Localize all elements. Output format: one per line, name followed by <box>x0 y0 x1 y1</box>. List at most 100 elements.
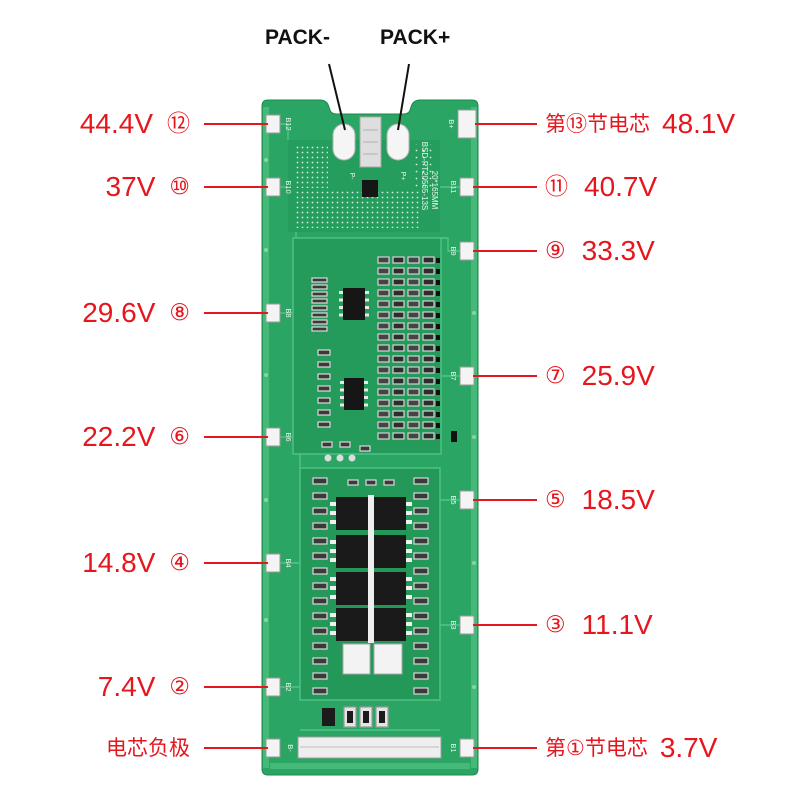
pad-label-b6: B6 <box>284 432 293 441</box>
mosfet-lead <box>406 577 412 581</box>
cell-number: ④ <box>169 550 190 576</box>
cell-10-voltage-label: 37V ⑩ <box>106 172 190 202</box>
top-ic-chip <box>362 180 378 197</box>
edge-mark <box>264 373 268 377</box>
smd-resistor <box>312 507 328 515</box>
balance-resistor <box>377 289 390 297</box>
balance-resistor <box>407 278 420 286</box>
smd-resistor <box>413 477 429 485</box>
pcb-edge-marks <box>264 158 476 689</box>
pack-positive-leader-line <box>397 63 410 131</box>
balance-diode <box>436 423 440 428</box>
balance-resistor <box>422 256 435 264</box>
mosfet-lead <box>330 631 336 635</box>
balance-resistor <box>392 377 405 385</box>
smd-resistor <box>413 612 429 620</box>
balance-resistor <box>407 256 420 264</box>
mosfet <box>336 535 368 568</box>
balance-diode <box>436 302 440 307</box>
balance-resistor <box>422 289 435 297</box>
pad-b12 <box>265 114 281 134</box>
cell-number: ⑪ <box>545 174 568 200</box>
cell-number: ⑨ <box>545 238 566 264</box>
pack-positive-label: PACK+ <box>380 26 451 49</box>
balance-resistor <box>377 432 390 440</box>
pad-label-b7: B7 <box>449 371 458 380</box>
balance-diode <box>436 335 440 340</box>
smd-resistor <box>365 479 377 486</box>
via-array-top-right <box>412 144 436 188</box>
pack-negative-label: PACK- <box>265 26 330 49</box>
test-point <box>336 454 344 462</box>
mosfet-lead <box>406 540 412 544</box>
smd-resistor <box>317 409 331 416</box>
cell-number: ③ <box>545 612 566 638</box>
balance-diode <box>436 401 440 406</box>
smd-resistor <box>311 277 328 283</box>
balance-resistor <box>392 399 405 407</box>
cell-1-voltage-label: 第①节电芯 3.7V <box>545 733 717 763</box>
smd-resistor <box>383 479 395 486</box>
pcb-trace <box>280 123 289 140</box>
balance-diode <box>436 280 440 285</box>
mosfet <box>374 535 406 568</box>
smd-resistor <box>311 291 328 297</box>
pad-label-b1: B1 <box>449 743 458 752</box>
cell-number: ② <box>169 674 190 700</box>
smd-resistor <box>312 537 328 545</box>
mosfet-lead <box>406 595 412 599</box>
pad-b4 <box>265 553 281 573</box>
smd-components <box>311 256 457 728</box>
voltage-value: 29.6V <box>82 297 156 328</box>
balance-resistor <box>392 300 405 308</box>
pad-b2 <box>265 677 281 697</box>
mosfet-lead <box>330 595 336 599</box>
edge-mark <box>264 248 268 252</box>
ic-pin <box>364 388 368 392</box>
voltage-value: 37V <box>105 171 156 202</box>
voltage-value: 7.4V <box>97 671 156 702</box>
balance-diode <box>436 291 440 296</box>
mosfet-lead <box>406 613 412 617</box>
smd-resistor <box>413 687 429 695</box>
smd-resistor <box>317 349 331 356</box>
balance-resistor <box>377 366 390 374</box>
balance-resistor <box>377 399 390 407</box>
smd-resistor <box>312 687 328 695</box>
test-point <box>324 454 332 462</box>
driver-ic <box>344 378 364 410</box>
balance-resistor <box>377 421 390 429</box>
balance-diode <box>436 434 440 439</box>
negative-terminal-text: 电芯负极 <box>106 736 190 760</box>
mosfet <box>336 608 368 641</box>
balance-resistor <box>407 421 420 429</box>
smd-resistor <box>359 445 371 452</box>
smd-resistor <box>413 492 429 500</box>
balance-resistor <box>392 355 405 363</box>
pad-label-b9: B9 <box>449 246 458 255</box>
cell-13-voltage-label: 第⑬节电芯 48.1V <box>545 109 735 139</box>
driver-ic <box>343 288 365 320</box>
pad-label-b5: B5 <box>449 495 458 504</box>
smd-resistor <box>311 312 328 318</box>
balance-resistor <box>392 322 405 330</box>
pcb-traces <box>280 123 460 731</box>
ic-pin <box>365 306 369 309</box>
balance-resistor <box>422 388 435 396</box>
balance-resistor <box>392 421 405 429</box>
balance-resistor <box>377 344 390 352</box>
ic-pin <box>364 396 368 399</box>
balance-resistor <box>407 377 420 385</box>
balance-resistor <box>422 410 435 418</box>
mosfet-lead <box>330 549 336 553</box>
smd-resistor <box>413 507 429 515</box>
pad-label-b2: B2 <box>284 682 293 691</box>
ic-pin <box>340 403 344 407</box>
cell-4-voltage-label: 14.8V ④ <box>82 548 190 578</box>
smd-resistor <box>312 612 328 620</box>
cell-number: ⑩ <box>169 174 190 200</box>
smd-capacitor-body <box>363 711 369 723</box>
edge-mark <box>472 435 476 439</box>
mosfet-lead <box>406 586 412 590</box>
